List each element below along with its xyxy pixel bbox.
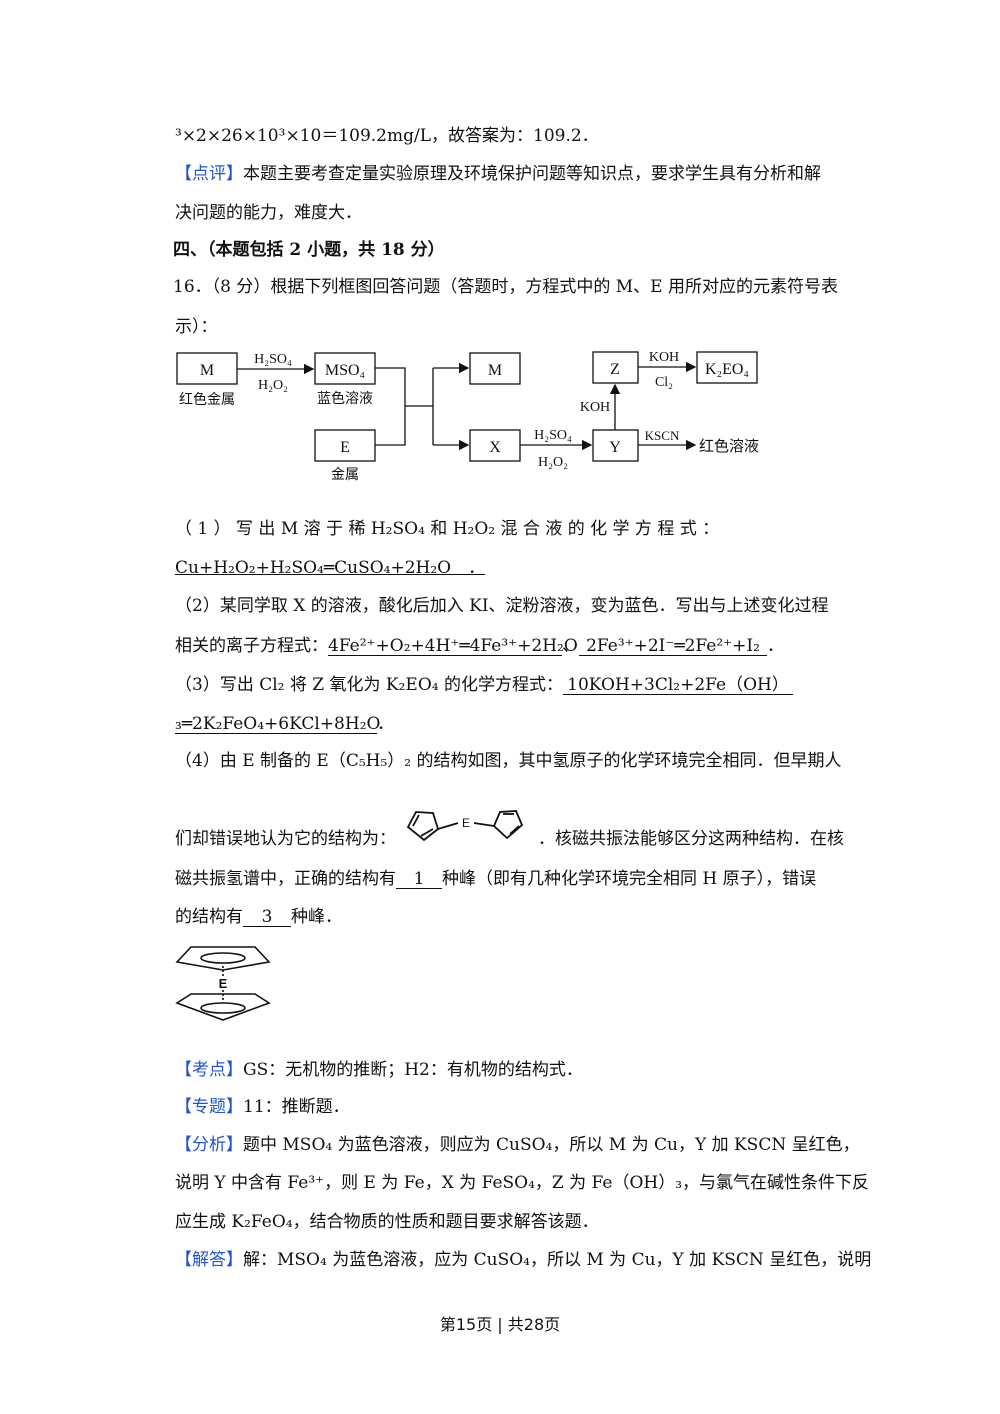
p4-line-3b: 种峰（即有几种化学环境完全相同 H 原子），错误: [442, 869, 817, 889]
kaodian-text: GS：无机物的推断；H2：有机物的结构式．: [243, 1060, 583, 1080]
comment-line-1: 【点评】本题主要考查定量实验原理及环境保护问题等知识点，要求学生具有分析和解: [175, 163, 821, 185]
reagent2-bottom: H₂O₂: [538, 455, 568, 470]
comment-tag: 【点评】: [175, 164, 243, 184]
p3-end: ．: [377, 714, 394, 734]
flow-diagram: M MSO₄ E M X Y Z K₂EO₄ H₂SO₄ H₂O₂ H₂SO₄ …: [176, 350, 759, 483]
kaodian-line: 【考点】GS：无机物的推断；H2：有机物的结构式．: [175, 1059, 583, 1081]
box-mso4-text: MSO₄: [325, 362, 366, 379]
p3-line-2: ₃═2K₂FeO₄+6KCl+8H₂O．: [175, 713, 394, 735]
box-m2-text: M: [488, 362, 502, 379]
p3-answer-a: 10KOH+3Cl₂+2Fe（OH）: [563, 676, 793, 695]
p2-answer-1: 4Fe²⁺+O₂+4H⁺═4Fe³⁺+2H₂O: [328, 636, 578, 656]
label-red-sol: 红色溶液: [699, 438, 759, 455]
p3-answer-b: ₃═2K₂FeO₄+6KCl+8H₂O: [175, 714, 381, 734]
reagent3-top: KOH: [649, 350, 679, 365]
fenxi-line-2: 说明 Y 中含有 Fe³⁺，则 E 为 Fe，X 为 FeSO₄，Z 为 Fe（…: [175, 1173, 870, 1193]
section-title: 四、（本题包括 2 小题，共 18 分）: [173, 240, 445, 260]
p3-prefix: （3）写出 Cl₂ 将 Z 氧化为 K₂EO₄ 的化学方程式：: [175, 675, 563, 695]
zhuanti-tag: 【专题】: [175, 1097, 243, 1117]
box-m-text: M: [200, 362, 214, 379]
sandwich-structure-image: E: [175, 946, 271, 1021]
p4-answer-1: 1: [396, 870, 442, 889]
sandwich-label: E: [219, 976, 228, 991]
label-blue-sol: 蓝色溶液: [317, 390, 373, 407]
q16-line-2: 示）：: [175, 317, 218, 337]
box-m2: [469, 352, 521, 385]
p4-line-2a: 们却错误地认为它的结构为：: [175, 829, 396, 849]
p4-line-2-tail: ．核磁共振法能够区分这两种结构．在核: [538, 829, 844, 849]
page-footer: 第15页 | 共28页: [439, 1315, 561, 1334]
p4-line-4b: 种峰．: [291, 907, 342, 927]
fenxi-line-1: 【分析】题中 MSO₄ 为蓝色溶液，则应为 CuSO₄，所以 M 为 Cu，Y …: [175, 1134, 860, 1156]
p2-line-2: 相关的离子方程式：4Fe²⁺+O₂+4H⁺═4Fe³⁺+2H₂O、2Fe³⁺+2…: [175, 635, 784, 657]
reagent-koh: KOH: [580, 400, 610, 415]
reagent1-bottom: H₂O₂: [258, 378, 288, 393]
fenxi-line-3: 应生成 K₂FeO₄，结合物质的性质和题目要求解答该题．: [175, 1212, 599, 1232]
box-x-text: X: [489, 439, 501, 456]
p2-line-1: （2）某同学取 X 的溶液，酸化后加入 KI、淀粉溶液，变为蓝色．写出与上述变化…: [175, 596, 829, 616]
p2-answer-2: 2Fe³⁺+2I⁻═2Fe²⁺+I₂: [579, 637, 767, 656]
p4-answer-2: 3: [243, 908, 291, 927]
box-k2eo4: [696, 351, 758, 384]
wrong-structure-label: E: [462, 816, 470, 830]
p4-line-3a: 磁共振氢谱中，正确的结构有: [175, 869, 396, 889]
label-red-metal: 红色金属: [179, 391, 235, 408]
jieda-text-1: 解：MSO₄ 为蓝色溶液，应为 CuSO₄，所以 M 为 Cu，Y 加 KSCN…: [243, 1250, 872, 1270]
reagent3-bottom: Cl₂: [655, 375, 673, 390]
p1-answer: Cu+H₂O₂+H₂SO₄═CuSO₄+2H₂O ．: [175, 558, 486, 578]
p2-prefix: 相关的离子方程式：: [175, 636, 328, 656]
fenxi-text-1: 题中 MSO₄ 为蓝色溶液，则应为 CuSO₄，所以 M 为 Cu，Y 加 KS…: [243, 1135, 860, 1155]
p2-end: ．: [767, 636, 784, 656]
p2-sep: 、: [562, 636, 579, 656]
jieda-line-1: 【解答】解：MSO₄ 为蓝色溶液，应为 CuSO₄，所以 M 为 Cu，Y 加 …: [175, 1249, 871, 1271]
comment-text-1: 本题主要考查定量实验原理及环境保护问题等知识点，要求学生具有分析和解: [243, 164, 821, 184]
p4-line-2: 们却错误地认为它的结构为：: [175, 828, 396, 850]
box-y-text: Y: [609, 439, 621, 456]
reagent-kscn: KSCN: [645, 428, 680, 443]
fenxi-tag: 【分析】: [175, 1135, 243, 1155]
p3-line-1: （3）写出 Cl₂ 将 Z 氧化为 K₂EO₄ 的化学方程式：10KOH+3Cl…: [175, 674, 793, 696]
p4-line-1: （4）由 E 制备的 E（C₅H₅）₂ 的结构如图，其中氢原子的化学环境完全相同…: [175, 751, 842, 771]
reagent1-top: H₂SO₄: [254, 352, 292, 367]
label-metal: 金属: [331, 467, 359, 483]
p4-line-4a: 的结构有: [175, 907, 243, 927]
zhuanti-line: 【专题】11：推断题．: [175, 1096, 350, 1118]
wrong-structure-image: E: [406, 810, 524, 842]
q16-line-1: 16．（8 分）根据下列框图回答问题（答题时，方程式中的 M、E 用所对应的元素…: [173, 277, 838, 297]
jieda-tag: 【解答】: [175, 1250, 243, 1270]
box-k2eo4-text: K₂EO₄: [705, 361, 749, 378]
p1-line-1: （ 1 ） 写 出 M 溶 于 稀 H₂SO₄ 和 H₂O₂ 混 合 液 的 化…: [175, 519, 720, 539]
reagent2-top: H₂SO₄: [534, 428, 572, 443]
calc-line: ³×2×26×10³×10＝109.2mg/L，故答案为：109.2．: [175, 126, 599, 146]
box-z-text: Z: [610, 361, 620, 378]
zhuanti-text: 11：推断题．: [243, 1097, 350, 1117]
kaodian-tag: 【考点】: [175, 1060, 243, 1080]
comment-line-2: 决问题的能力，难度大．: [175, 203, 362, 223]
box-e-text: E: [340, 439, 350, 456]
